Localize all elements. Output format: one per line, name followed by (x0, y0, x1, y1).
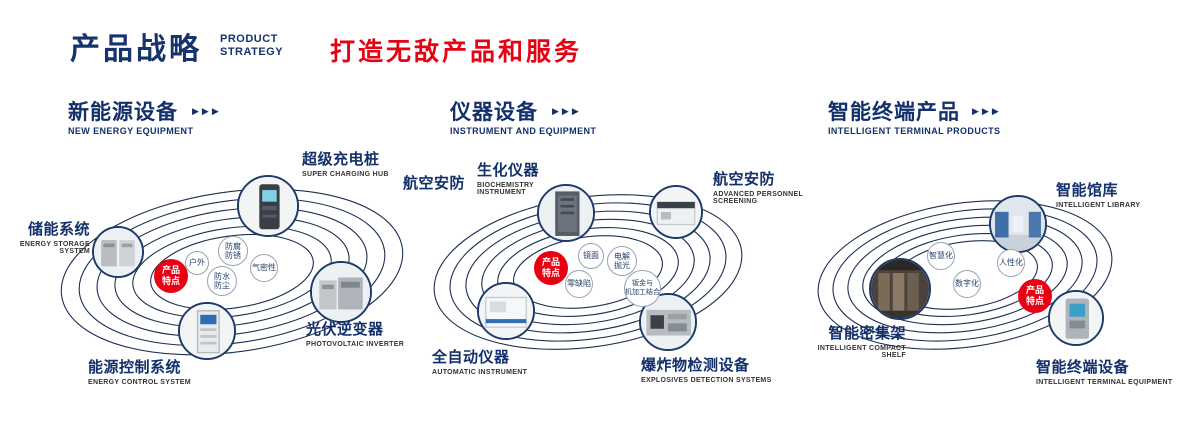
energy-storage-node (92, 226, 144, 278)
feature-bubble: 零缺陷 (565, 270, 593, 298)
section-subtitle-intelligent: INTELLIGENT TERMINAL PRODUCTS (828, 126, 1001, 136)
intelligent-compact-shelf-node (869, 258, 931, 320)
energy-storage-image (94, 228, 142, 276)
product-label-en: PHOTOVOLTAIC INVERTER (306, 340, 405, 348)
feature-badge: 产品 特点 (1018, 279, 1052, 313)
product-label-en: ENERGY CONTROL SYSTEM (88, 378, 191, 386)
product-label-en: ENERGY STORAGE SYSTEM (19, 240, 90, 256)
product-label-zh: 全自动仪器 (432, 349, 510, 366)
automatic-instrument-image (479, 284, 533, 338)
feature-bubble: 电解 抛光 (607, 246, 637, 276)
section-title-new-energy: 新能源设备 (68, 101, 178, 124)
product-label-zh: 超级充电桩 (302, 151, 380, 168)
product-label-en: AUTOMATIC INSTRUMENT (432, 368, 528, 376)
product-label-explosives-detection: 爆炸物检测设备 EXPLOSIVES DETECTION SYSTEMS (641, 357, 772, 384)
intelligent-terminal-image (1050, 292, 1102, 344)
product-label-zh: 智能馆库 (1056, 182, 1119, 199)
feature-bubble: 钣金与 机加工结合 (624, 270, 661, 307)
feature-bubble: 防水 防尘 (207, 266, 237, 296)
intelligent-library-image (991, 197, 1045, 251)
product-label-zh: 储能系统 (27, 221, 90, 238)
product-label-en: EXPLOSIVES DETECTION SYSTEMS (641, 376, 772, 384)
product-label-zh: 智能密集架 (828, 325, 906, 342)
product-label-energy-control: 能源控制系统 ENERGY CONTROL SYSTEM (88, 359, 191, 386)
product-label-intelligent-library: 智能馆库 INTELLIGENT LIBRARY (1056, 182, 1141, 209)
section-subtitle-new-energy: NEW ENERGY EQUIPMENT (68, 126, 194, 136)
product-label-zh: 航空安防 (403, 175, 466, 192)
product-label-zh: 生化仪器 (477, 162, 540, 179)
product-label-en: INTELLIGENT COMPACT SHELF (817, 344, 906, 360)
product-label-energy-storage: 储能系统 ENERGY STORAGE SYSTEM (14, 221, 90, 256)
feature-bubble: 智慧化 (927, 242, 955, 270)
product-label-en: BIOCHEMISTRY INSTRUMENT (477, 181, 535, 197)
product-label-aviation-security-left: 航空安防 (403, 175, 466, 193)
feature-bubble: 气密性 (250, 254, 278, 282)
product-label-zh: 智能终端设备 (1036, 359, 1130, 376)
triple-chevron-icon: ▶▶▶ (552, 106, 582, 116)
photovoltaic-inverter-node (310, 261, 372, 323)
product-label-photovoltaic-inverter: 光伏逆变器 PHOTOVOLTAIC INVERTER (306, 321, 405, 348)
intelligent-library-node (989, 195, 1047, 253)
feature-bubble: 数字化 (953, 270, 981, 298)
page-title: 产品战略 (70, 33, 202, 66)
section-title-instrument: 仪器设备 (450, 101, 538, 124)
tagline: 打造无敌产品和服务 (330, 38, 583, 66)
super-charging-hub-image (239, 177, 297, 235)
product-label-en: INTELLIGENT LIBRARY (1056, 201, 1141, 209)
feature-bubble: 人性化 (997, 249, 1025, 277)
product-label-zh: 能源控制系统 (88, 359, 182, 376)
super-charging-hub-node (237, 175, 299, 237)
product-label-zh: 爆炸物检测设备 (641, 357, 750, 374)
section-subtitle-instrument: INSTRUMENT AND EQUIPMENT (450, 126, 597, 136)
product-label-intelligent-terminal: 智能终端设备 INTELLIGENT TERMINAL EQUIPMENT (1036, 359, 1173, 386)
feature-bubble: 防腐 防锈 (218, 236, 248, 266)
personnel-screening-image (651, 187, 701, 237)
product-label-automatic-instrument: 全自动仪器 AUTOMATIC INSTRUMENT (432, 349, 528, 376)
energy-control-image (180, 304, 234, 358)
feature-bubble: 镜面 (578, 243, 604, 269)
product-label-aviation-security-right: 航空安防 ADVANCED PERSONNEL SCREENING (713, 171, 804, 206)
page-title-en: PRODUCT STRATEGY (220, 33, 284, 59)
product-label-zh: 航空安防 (713, 171, 776, 188)
biochemistry-instrument-node (537, 184, 595, 242)
feature-bubble: 户外 (185, 251, 209, 275)
energy-control-node (178, 302, 236, 360)
intelligent-compact-shelf-image (871, 260, 929, 318)
biochemistry-instrument-image (539, 186, 593, 240)
feature-badge: 产品 特点 (534, 251, 568, 285)
product-label-en: ADVANCED PERSONNEL SCREENING (713, 190, 804, 206)
product-label-en: INTELLIGENT TERMINAL EQUIPMENT (1036, 378, 1173, 386)
triple-chevron-icon: ▶▶▶ (192, 106, 222, 116)
photovoltaic-inverter-image (312, 263, 370, 321)
product-label-en: SUPER CHARGING HUB (302, 170, 389, 178)
triple-chevron-icon: ▶▶▶ (972, 106, 1002, 116)
personnel-screening-node (649, 185, 703, 239)
section-title-intelligent: 智能终端产品 (828, 101, 960, 124)
product-label-biochemistry: 生化仪器 BIOCHEMISTRY INSTRUMENT (477, 162, 540, 197)
product-label-compact-shelf: 智能密集架 INTELLIGENT COMPACT SHELF (806, 325, 906, 360)
automatic-instrument-node (477, 282, 535, 340)
feature-badge: 产品 特点 (154, 259, 188, 293)
product-label-super-charging-hub: 超级充电桩 SUPER CHARGING HUB (302, 151, 389, 178)
product-label-zh: 光伏逆变器 (306, 321, 384, 338)
intelligent-terminal-node (1048, 290, 1104, 346)
